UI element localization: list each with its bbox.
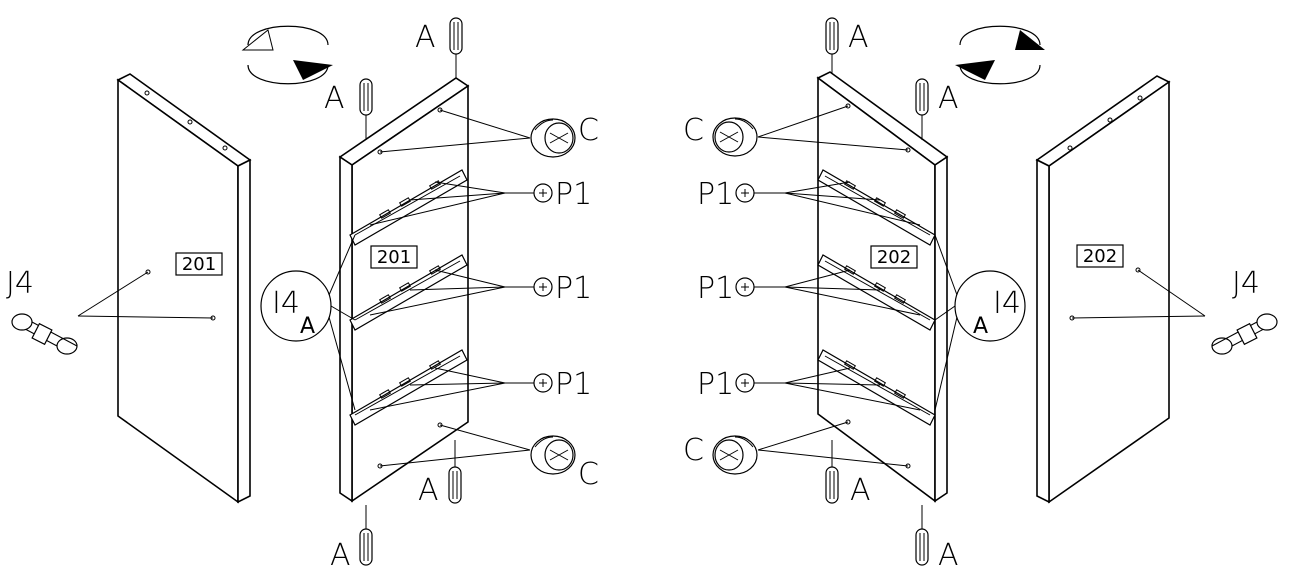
slide-label-left: I4 xyxy=(272,286,300,321)
dowel-label-7: A xyxy=(850,473,871,508)
dowel-label-2: A xyxy=(324,81,345,116)
dowel-label-3: A xyxy=(418,473,439,508)
cam-label-2: C xyxy=(578,457,599,492)
left-rotate-arrow-icon xyxy=(241,25,333,85)
slide-label-right: I4 xyxy=(993,286,1021,321)
right-dowels: A A A A xyxy=(825,17,959,573)
right-connector-label: J4 xyxy=(1232,266,1260,301)
left-panel-number: 201 xyxy=(182,254,216,275)
screw-label-2: P1 xyxy=(555,271,592,306)
left-outer-panel: 201 xyxy=(116,73,252,504)
dowel-label-8: A xyxy=(938,538,959,573)
right-slide-callout: I4 A xyxy=(934,234,1026,411)
screw-label-1: P1 xyxy=(555,177,592,212)
left-screws: P1 P1 P1 xyxy=(369,177,592,411)
slide-sub-label-left: A xyxy=(300,314,315,339)
cam-label-1: C xyxy=(578,113,599,148)
dowel-label-4: A xyxy=(330,538,351,573)
left-connector-j4: J4 xyxy=(6,266,214,355)
right-screws: P1 P1 P1 xyxy=(697,177,921,411)
screw-label-3: P1 xyxy=(555,367,592,402)
screw-label-6: P1 xyxy=(697,367,734,402)
right-cams: C C xyxy=(683,105,909,475)
right-connector-j4: J4 xyxy=(1071,266,1278,355)
left-dowels: A A A A xyxy=(324,17,463,573)
inner-right-panel-number: 202 xyxy=(877,247,911,268)
right-outer-panel: 202 xyxy=(1035,75,1171,504)
inner-left-panel-number: 201 xyxy=(377,247,411,268)
screw-label-4: P1 xyxy=(697,177,734,212)
cam-label-3: C xyxy=(683,113,704,148)
right-inner-panel: 202 xyxy=(816,71,949,503)
slide-sub-label-right: A xyxy=(973,314,988,339)
left-connector-label: J4 xyxy=(6,266,34,301)
dowel-label-5: A xyxy=(848,20,869,55)
right-rotate-arrow-icon xyxy=(955,25,1045,85)
left-slide-callout: I4 A xyxy=(260,234,356,411)
dowel-label-1: A xyxy=(415,20,436,55)
cam-label-4: C xyxy=(683,433,704,468)
screw-label-5: P1 xyxy=(697,271,734,306)
left-cams: C C xyxy=(379,109,599,492)
dowel-label-6: A xyxy=(938,81,959,116)
right-panel-number: 202 xyxy=(1083,246,1117,267)
left-inner-panel: 201 xyxy=(338,77,470,503)
